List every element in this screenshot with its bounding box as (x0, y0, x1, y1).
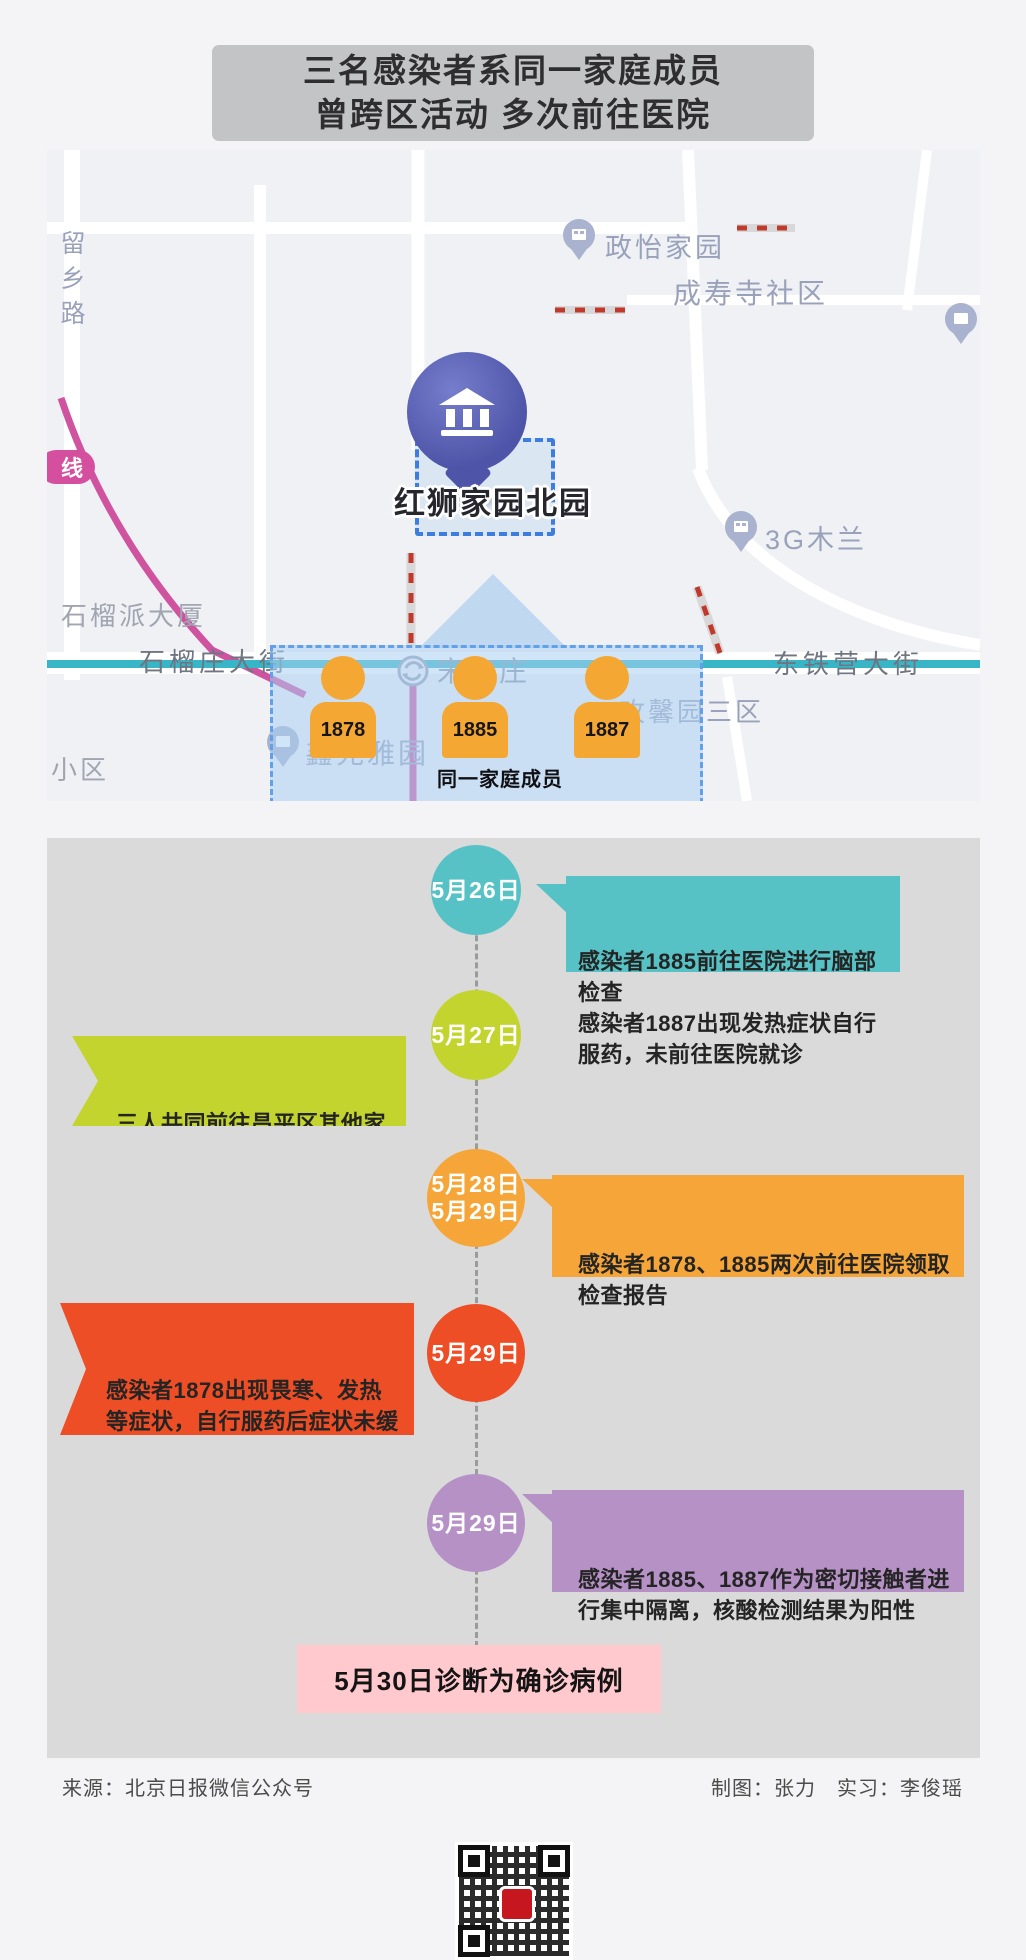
title-line-1: 三名感染者系同一家庭成员 (303, 52, 723, 89)
date-text: 5月29日 (431, 1509, 521, 1536)
family-caption: 同一家庭成员 (437, 769, 563, 791)
qr-code (455, 1842, 573, 1960)
road-label-liuxiang: 留乡路 (57, 230, 85, 335)
poi-label-zhengyi: 政怡家园 (605, 233, 725, 263)
poi-label-chengshousi: 成寿寺社区 (673, 278, 829, 309)
metro-line-badge-text: 线 (60, 456, 83, 481)
title-line-2: 曾跨区活动 多次前往医院 (314, 96, 712, 133)
person-figure-1887: 1887 (574, 656, 640, 760)
edge-pin-icon (943, 302, 979, 346)
timeline-date-circle-2: 5月27日 (431, 990, 521, 1080)
map-panel: 留乡路 政怡家园 成寿寺社区 线 石榴派大厦 3G木兰 玫馨园三区 小区 鑫兆雅… (47, 150, 980, 801)
timeline-bubble-1: 感染者1885前往医院进行脑部检查 感染者1887出现发热症状自行服药，未前往医… (536, 876, 900, 1067)
location-pin-icon (407, 352, 527, 502)
person-id: 1878 (310, 702, 376, 758)
qr-center-logo (499, 1886, 535, 1922)
person-head-icon (453, 656, 497, 700)
source-credit: 来源：北京日报微信公众号 (62, 1778, 314, 1800)
road-label-shiliuzhuang: 石榴庄大街 (139, 647, 290, 677)
conclusion-text: 5月30日诊断为确诊病例 (334, 1665, 624, 1696)
maker-credit: 制图：张力 实习：李俊瑶 (711, 1778, 963, 1800)
event-text: 感染者1878出现畏寒、发热等症状，自行服药后症状未缓解，前往医院就诊，当日报告… (106, 1378, 399, 1434)
mulan-pin-icon (723, 510, 759, 554)
title-banner: 三名感染者系同一家庭成员 曾跨区活动 多次前往医院 (212, 45, 814, 141)
region-label: 红狮家园北园 (394, 486, 592, 521)
timeline-panel (47, 838, 980, 1758)
date-text: 5月27日 (431, 1021, 521, 1048)
person-id: 1887 (574, 702, 640, 758)
poi-label-mulan: 3G木兰 (765, 525, 868, 555)
conclusion-box: 5月30日诊断为确诊病例 (297, 1645, 661, 1713)
date-text: 5月28日 (431, 1171, 521, 1197)
person-id: 1885 (442, 702, 508, 758)
road-label-dongtieying: 东铁营大街 (773, 649, 924, 679)
timeline-date-circle-3: 5月28日 5月29日 (427, 1149, 525, 1247)
date-text: 5月29日 (431, 1339, 521, 1366)
timeline-bubble-5: 感染者1885、1887作为密切接触者进行集中隔离，核酸检测结果为阳性 (522, 1490, 964, 1623)
event-text: 三人共同前往昌平区其他家庭成员住处居住 (116, 1111, 387, 1136)
person-figure-1878: 1878 (310, 656, 376, 760)
date-text: 5月26日 (431, 876, 521, 903)
person-figure-1885: 1885 (442, 656, 508, 760)
bubble-pointer (412, 1303, 414, 1335)
poi-label-xiaoqu: 小区 (51, 755, 110, 785)
qr-finder-bottomleft (458, 1925, 490, 1957)
qr-finder-topleft (458, 1845, 490, 1877)
timeline-bubble-3: 感染者1878、1885两次前往医院领取检查报告 (522, 1175, 964, 1308)
poi-label-shiliupai: 石榴派大厦 (61, 601, 207, 631)
timeline-bubble-2: 三人共同前往昌平区其他家庭成员住处居住 (72, 1036, 406, 1126)
timeline-date-circle-5: 5月29日 (427, 1474, 525, 1572)
bubble-pointer (405, 1050, 406, 1096)
residence-pin-icon (561, 218, 597, 262)
metro-line-badge: 线 (47, 450, 95, 484)
timeline-date-circle-4: 5月29日 (427, 1304, 525, 1402)
event-text: 感染者1885前往医院进行脑部检查 感染者1887出现发热症状自行服药，未前往医… (578, 949, 877, 1067)
timeline-date-circle-1: 5月26日 (431, 845, 521, 935)
event-text: 感染者1885、1887作为密切接触者进行集中隔离，核酸检测结果为阳性 (578, 1567, 950, 1623)
date-text-2: 5月29日 (431, 1198, 521, 1224)
timeline-connector (475, 890, 478, 1647)
person-head-icon (321, 656, 365, 700)
event-text: 感染者1878、1885两次前往医院领取检查报告 (578, 1252, 950, 1308)
qr-finder-topright (538, 1845, 570, 1877)
pin-shadow (435, 494, 497, 508)
building-icon (439, 388, 495, 436)
person-head-icon (585, 656, 629, 700)
timeline-bubble-4: 感染者1878出现畏寒、发热等症状，自行服药后症状未缓解，前往医院就诊，当日报告… (60, 1303, 414, 1435)
